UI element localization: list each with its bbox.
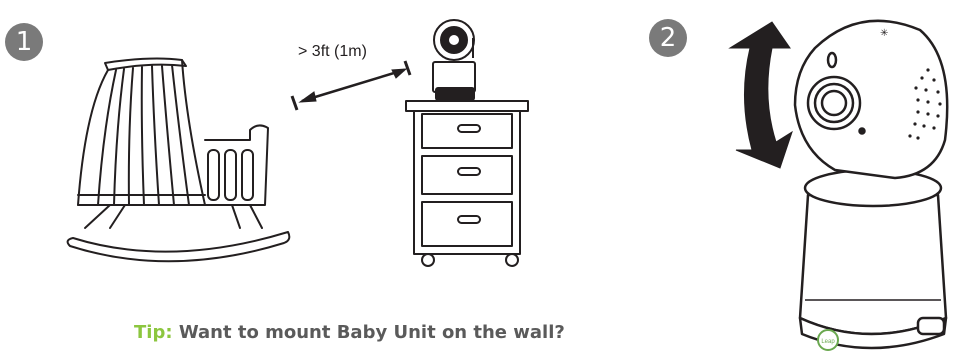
- distance-label: > 3ft (1m): [298, 43, 367, 61]
- tip-line: Tip: Want to mount Baby Unit on the wall…: [134, 322, 565, 343]
- step-2-badge: 2: [649, 19, 687, 57]
- nightstand-illustration: [406, 101, 528, 266]
- step-1-badge: 1: [5, 23, 43, 61]
- svg-text:✳: ✳: [880, 28, 888, 39]
- large-camera-illustration: Leap ✳: [795, 21, 947, 350]
- tip-text: Want to mount Baby Unit on the wall?: [179, 322, 565, 343]
- small-camera-illustration: [433, 20, 475, 100]
- tip-label: Tip:: [134, 322, 173, 343]
- distance-arrow: [292, 61, 410, 110]
- rotation-arrow: [730, 22, 792, 168]
- cradle-illustration: [68, 59, 290, 262]
- leapfrog-logo: Leap: [821, 339, 835, 345]
